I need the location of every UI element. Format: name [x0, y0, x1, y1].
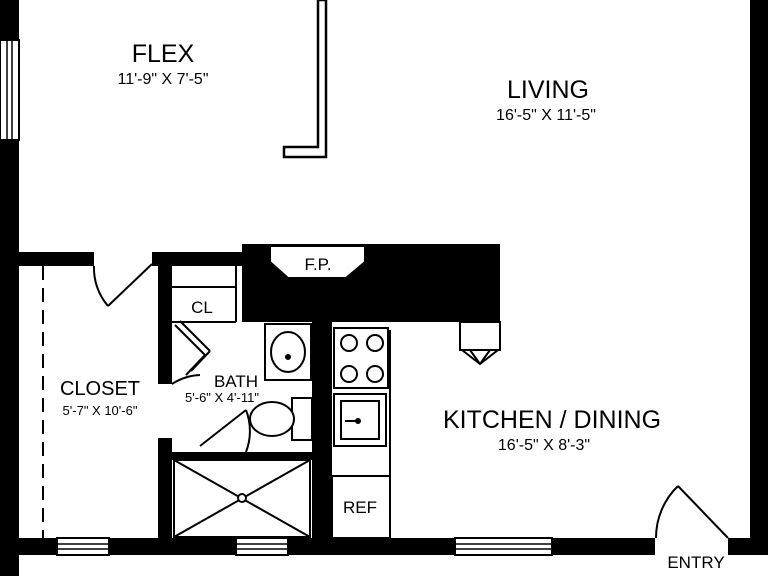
right-wall: [750, 0, 768, 545]
flex-name: FLEX: [132, 40, 195, 68]
shower-top-wall: [172, 452, 312, 460]
flex-dims: 11'-9" X 7'-5": [118, 71, 209, 88]
closet-name: CLOSET: [60, 378, 140, 400]
toilet: [249, 397, 313, 441]
window-bottom-2: [235, 537, 289, 556]
kitchen-name: KITCHEN / DINING: [443, 406, 661, 434]
living-name: LIVING: [507, 76, 589, 104]
left-wall: [0, 0, 19, 576]
shower-drain-icon: [237, 493, 247, 503]
living-dims: 16'-5" X 11'-5": [496, 107, 596, 124]
kitchen-sink: [333, 393, 387, 447]
bath-dims: 5'-6" X 4'-11": [185, 390, 259, 405]
window-left: [0, 39, 20, 141]
closet-dims: 5'-7" X 10'-6": [63, 403, 138, 418]
closet-door: [92, 263, 153, 307]
closet-bath-wall-top: [158, 252, 172, 384]
kitchen-dims: 16'-5" X 8'-3": [498, 437, 590, 454]
refrigerator: [331, 475, 391, 539]
bath-name: BATH: [214, 372, 258, 391]
cl-label: CL: [191, 298, 213, 317]
vanity-sink: [264, 323, 312, 381]
counter-end-detail: [459, 321, 501, 366]
fireplace-hearth: [269, 245, 366, 279]
linen-closet: [172, 266, 237, 376]
cooktop: [333, 327, 389, 389]
bottom-wall-right: [728, 538, 768, 555]
closet-top-wall-b: [152, 252, 242, 266]
window-bottom-1: [56, 537, 110, 556]
window-bottom-3: [454, 537, 553, 556]
closet-bath-wall-bottom: [158, 438, 172, 538]
entry-label: ENTRY: [667, 553, 724, 572]
flex-partition: [282, 0, 328, 159]
entry-door: [654, 485, 729, 539]
ref-label: REF: [343, 498, 377, 517]
bath-door: [171, 374, 251, 453]
fp-label: F.P.: [304, 255, 331, 274]
bath-kitchen-wall: [312, 322, 332, 538]
closet-top-wall-a: [19, 252, 94, 266]
